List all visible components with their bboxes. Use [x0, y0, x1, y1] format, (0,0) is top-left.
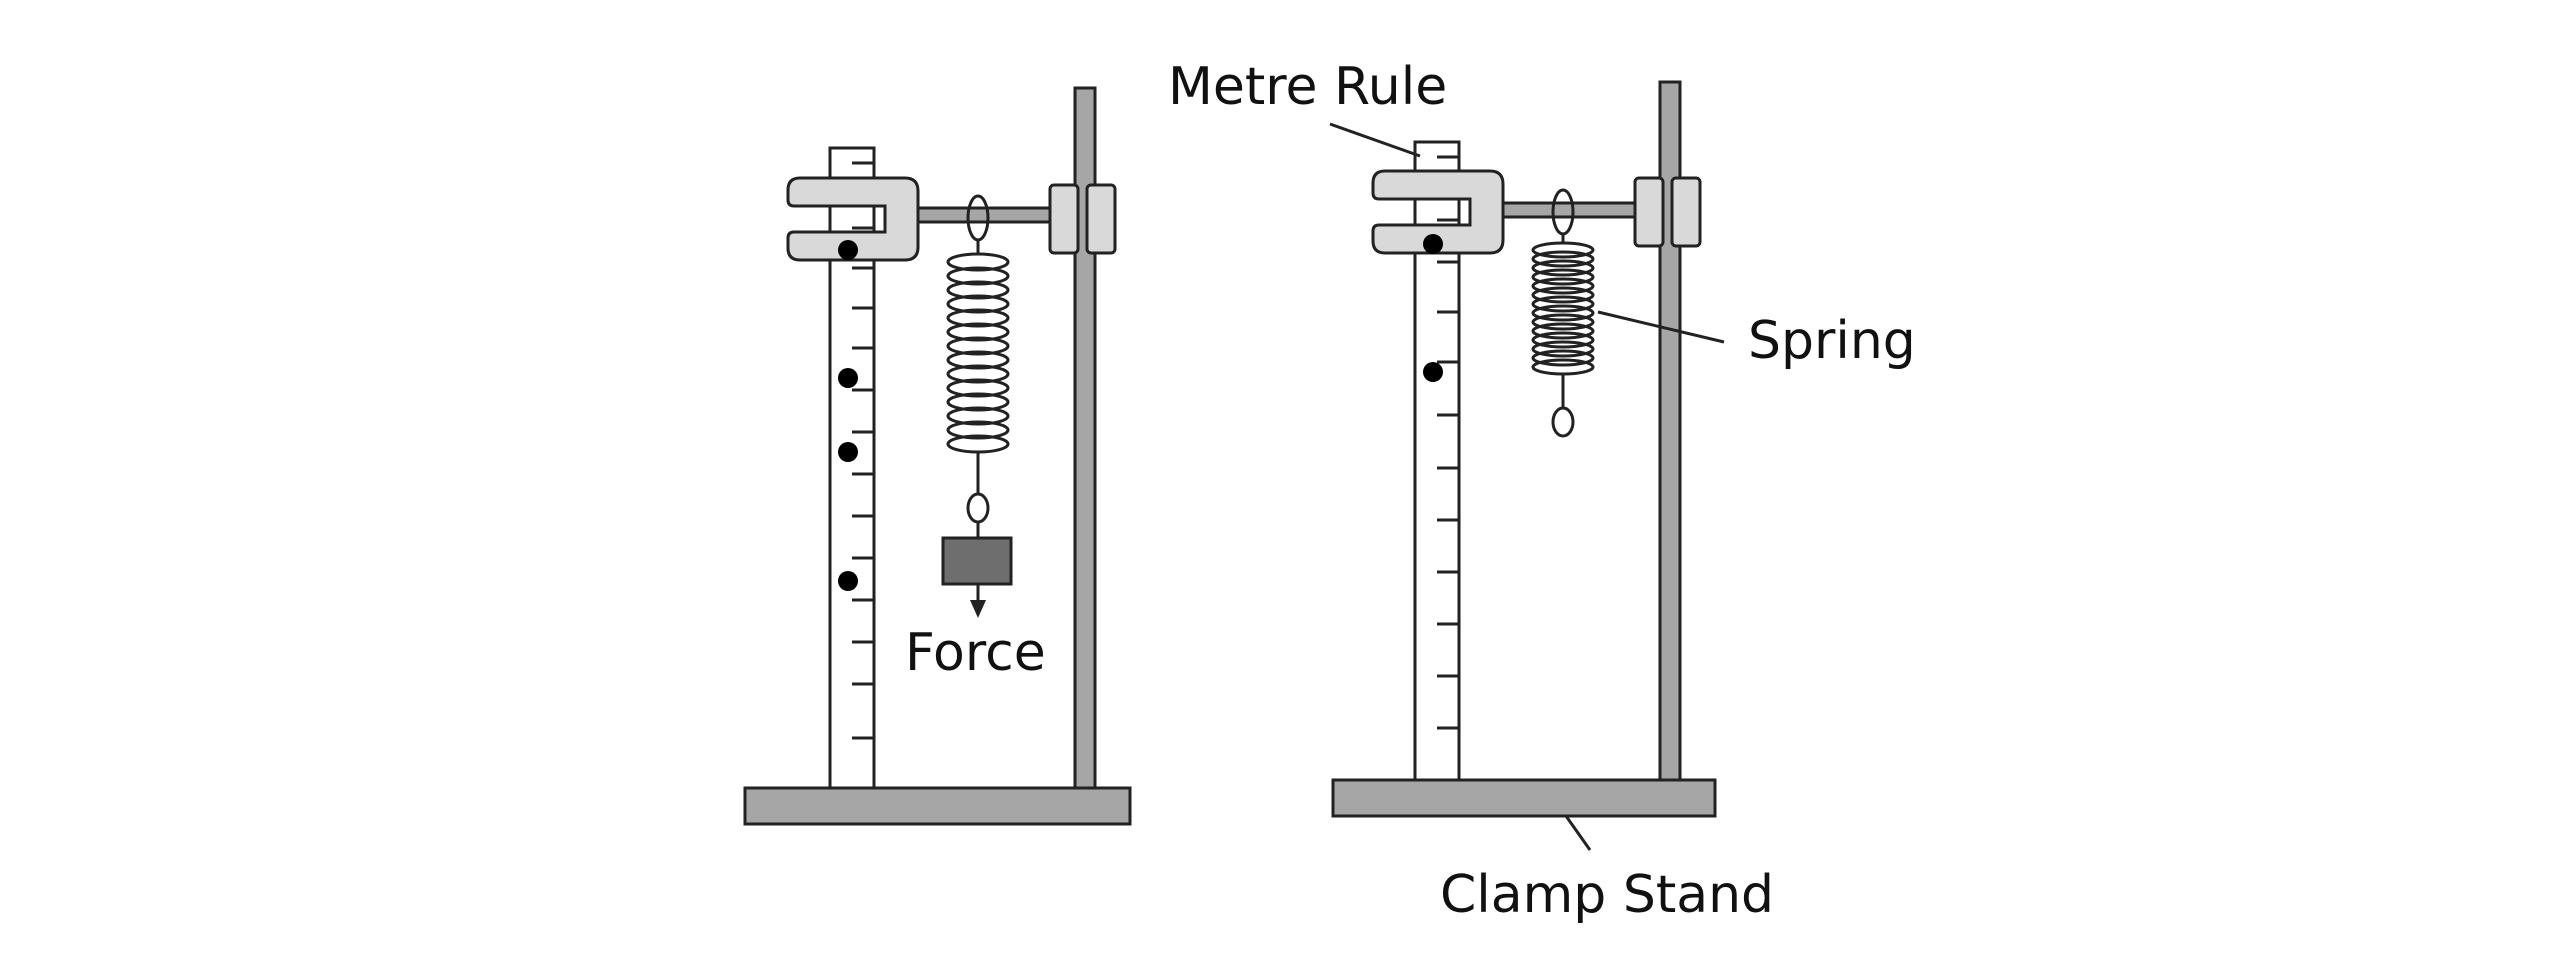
left-spring-bottom-loop	[966, 492, 990, 524]
left-clamp-arm	[913, 206, 1057, 224]
right-marker-dot	[1423, 362, 1443, 382]
right-marker-dot	[1423, 234, 1443, 254]
right-boss-head-a	[1633, 176, 1665, 248]
left-rule-markers	[838, 240, 858, 591]
metre-rule-leader-line	[1329, 122, 1421, 158]
left-metre-rule-ticks	[852, 161, 874, 740]
right-spring-bottom-loop	[1551, 406, 1575, 438]
left-marker-dot	[838, 571, 858, 591]
right-clamp-stand-rod	[1658, 80, 1682, 782]
right-clamp-arm	[1498, 201, 1642, 219]
right-apparatus	[1331, 80, 1717, 818]
left-boss-head-b	[1085, 183, 1117, 255]
right-clamp-stand-base	[1331, 778, 1717, 818]
spring-label: Spring	[1748, 311, 1916, 371]
clamp-stand-label: Clamp Stand	[1440, 865, 1774, 925]
left-clamp-stand-rod	[1073, 86, 1097, 790]
left-marker-dot	[838, 240, 858, 260]
left-clamp-stand-base	[743, 786, 1132, 826]
left-hanging-mass	[941, 536, 1013, 586]
spring-leader-line	[1597, 310, 1725, 344]
left-spring	[946, 252, 1010, 454]
force-arrow-icon	[970, 600, 986, 618]
left-apparatus	[743, 86, 1132, 826]
right-spring	[1531, 241, 1595, 376]
left-marker-dot	[838, 368, 858, 388]
left-c-clamp	[786, 176, 920, 262]
left-marker-dot	[838, 442, 858, 462]
metre-rule-label: Metre Rule	[1168, 57, 1447, 117]
clamp-stand-leader-line	[1564, 815, 1592, 851]
right-rule-markers	[1423, 234, 1443, 382]
right-metre-rule-ticks	[1437, 155, 1459, 730]
left-boss-head-a	[1048, 183, 1080, 255]
right-c-clamp	[1371, 169, 1505, 255]
force-label: Force	[905, 623, 1046, 683]
right-boss-head-b	[1670, 176, 1702, 248]
